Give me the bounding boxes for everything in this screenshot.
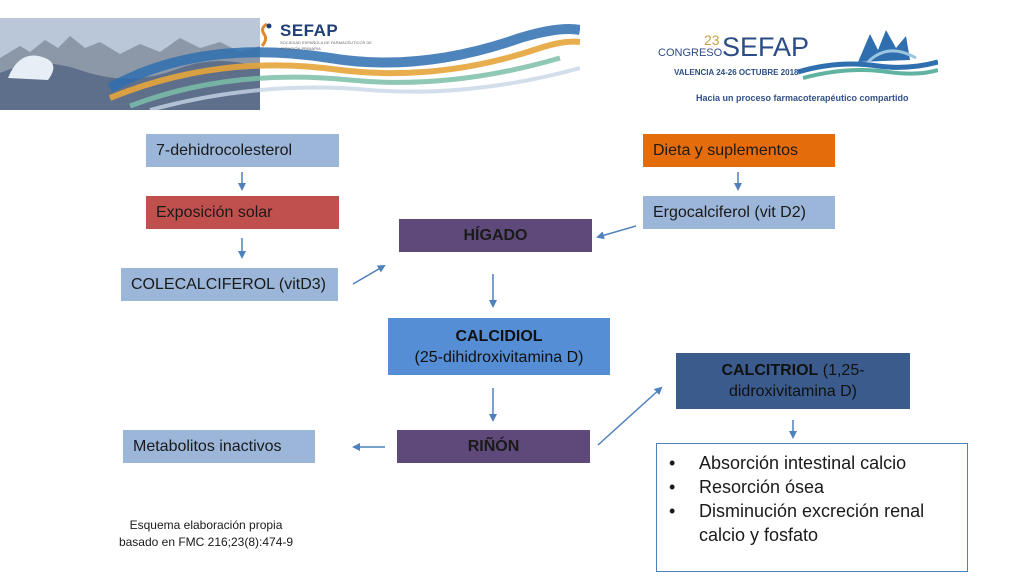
calcitriol-line1: CALCITRIOL (1,25- bbox=[721, 360, 864, 381]
congress-word: CONGRESO bbox=[658, 47, 723, 59]
sefap-logo-subtitle: SOCIEDAD ESPAÑOLA DE FARMACÉUTICOS DE AT… bbox=[280, 40, 372, 51]
box-metabolitos-inactivos: Metabolitos inactivos bbox=[123, 430, 315, 463]
calcitriol-line2: didroxivitamina D) bbox=[728, 383, 858, 400]
effect-item: Disminución excreción renal calcio y fos… bbox=[669, 499, 967, 547]
sefap-logo: SEFAP SOCIEDAD ESPAÑOLA DE FARMACÉUTICOS… bbox=[258, 22, 380, 56]
valencia-skyline-banner bbox=[0, 18, 580, 110]
congress-tagline: Hacia un proceso farmacoterapéutico comp… bbox=[696, 93, 909, 103]
calcidiol-subtitle: (25-dihidroxivitamina D) bbox=[414, 348, 584, 366]
arrow-ergocalciferol-to-higado bbox=[596, 225, 637, 240]
calcitriol-suffix: (1,25- bbox=[818, 362, 865, 379]
box-rinon: RIÑÓN bbox=[397, 430, 590, 463]
sefap-logo-icon bbox=[260, 22, 272, 47]
box-exposicion-solar: Exposición solar bbox=[146, 196, 339, 229]
sefap-logo-name: SEFAP bbox=[280, 21, 339, 40]
source-caption: Esquema elaboración propia basado en FMC… bbox=[96, 517, 316, 551]
effect-item: Absorción intestinal calcio bbox=[669, 451, 967, 475]
caption-line1: Esquema elaboración propia bbox=[129, 518, 283, 532]
congress-dates: VALENCIA 24-26 OCTUBRE 2018 bbox=[674, 68, 799, 77]
box-colecalciferol: COLECALCIFEROL (vitD3) bbox=[121, 268, 338, 301]
box-dieta-suplementos: Dieta y suplementos bbox=[643, 134, 835, 167]
calcitriol-title: CALCITRIOL bbox=[721, 362, 819, 379]
effects-list: Absorción intestinal calcio Resorción ós… bbox=[657, 444, 967, 547]
congress-number: 23 bbox=[704, 32, 720, 48]
box-calcitriol: CALCITRIOL (1,25- didroxivitamina D) bbox=[676, 353, 910, 409]
caption-line2: basado en FMC 216;23(8):474-9 bbox=[118, 535, 294, 549]
box-higado: HÍGADO bbox=[399, 219, 592, 252]
arrow-colecalciferol-to-higado bbox=[352, 264, 386, 285]
effects-box: Absorción intestinal calcio Resorción ós… bbox=[656, 443, 968, 572]
congress-org: SEFAP bbox=[722, 32, 810, 62]
calcidiol-title: CALCIDIOL bbox=[455, 327, 543, 345]
box-7-dehidrocolesterol: 7-dehidrocolesterol bbox=[146, 134, 339, 167]
arrow-rinon-to-calcitriol bbox=[597, 386, 663, 446]
effect-item: Resorción ósea bbox=[669, 475, 967, 499]
box-calcidiol: CALCIDIOL (25-dihidroxivitamina D) bbox=[388, 318, 610, 375]
box-ergocalciferol: Ergocalciferol (vit D2) bbox=[643, 196, 835, 229]
city-of-arts-building-icon bbox=[798, 30, 938, 80]
